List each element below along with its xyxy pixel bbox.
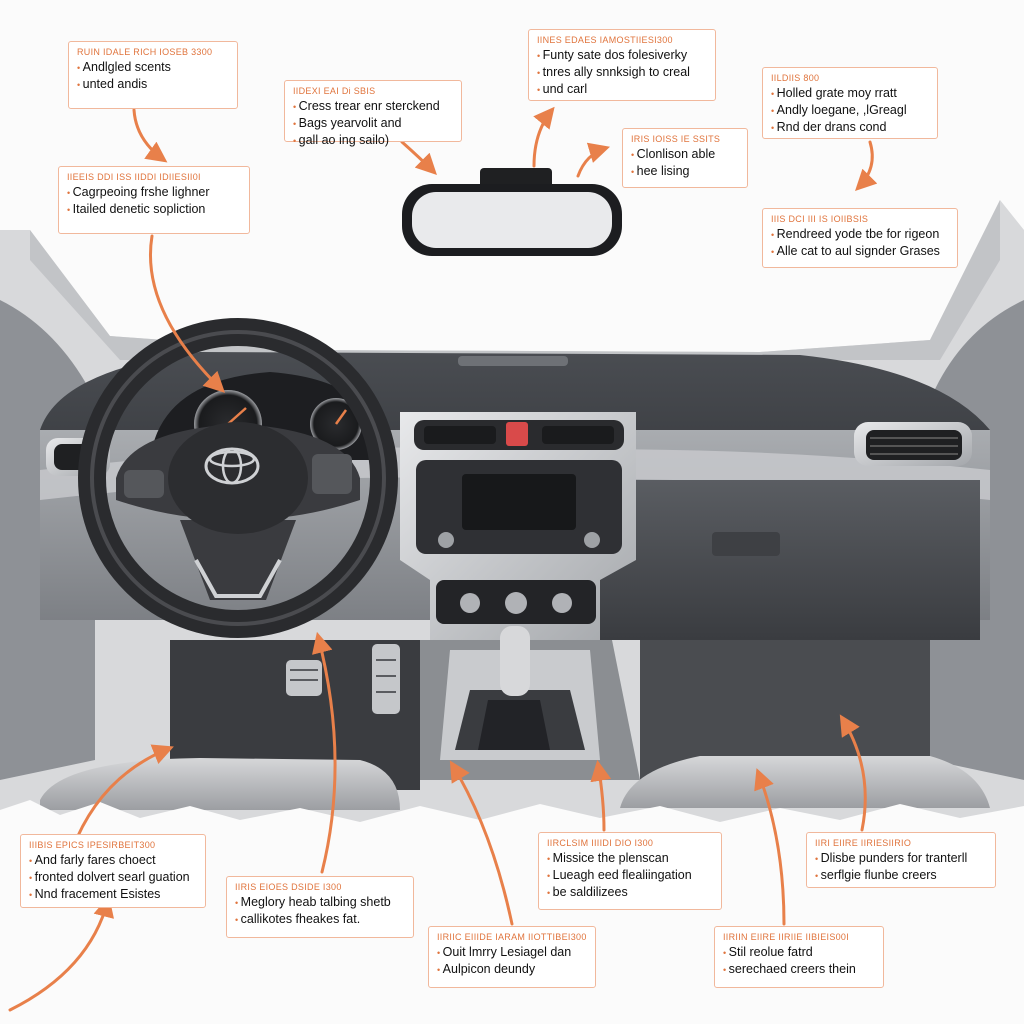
arrow-1 — [132, 108, 168, 163]
callout-8-header: IIIBIS EPICS IPESIRBEIT300 — [29, 840, 156, 850]
arrow-7 — [70, 744, 174, 852]
callout-6: IRIS IOISS IE SSITS Clonlison able hee l… — [622, 128, 748, 188]
arrow-11 — [449, 760, 514, 926]
arrow-13 — [8, 895, 114, 1012]
callout-8-line-3: Nnd fracement Esistes — [29, 886, 197, 903]
callout-5-line-2: Itailed denetic sopliction — [67, 201, 241, 218]
callout-4-header: IILDIIS 800 — [771, 73, 820, 83]
callout-1-header: RUIN IDALE RICH IOSEB 3300 — [77, 47, 213, 57]
callout-4-line-3: Rnd der drans cond — [771, 119, 929, 136]
gear-shifter — [478, 626, 550, 750]
callout-7-header: IIIS DCI III IS IOIIBSIS — [771, 214, 869, 224]
callout-3: IINES EDAES IAMOSTIIESI300 Funty sate do… — [528, 29, 716, 101]
passenger-footwell — [640, 640, 930, 780]
callout-13-header: IIRIIN EIIRE IIRIIE IIBIEIS00I — [723, 932, 850, 942]
callout-12-line-2: Aulpicon deundy — [437, 961, 587, 978]
callout-12-line-1: Ouit lmrry Lesiagel dan — [437, 944, 587, 961]
callout-3-line-1: Funty sate dos folesiverky — [537, 47, 707, 64]
callout-2-line-2: Bags yearvolit and — [293, 115, 453, 132]
callout-4-line-1: Holled grate moy rratt — [771, 85, 929, 102]
callout-10: IIRCLSIM IIIIDI DIO I300 Missice the ple… — [538, 832, 722, 910]
callout-12: IIRIIC EIIIDE IARAM IIOTTIBEI300 Ouit lm… — [428, 926, 596, 988]
callout-10-header: IIRCLSIM IIIIDI DIO I300 — [547, 838, 654, 848]
callout-9: IIRIS EIOES DSIDE I300 Meglory heab talb… — [226, 876, 414, 938]
callout-11-line-1: Dlisbe punders for tranterll — [815, 850, 987, 867]
callout-13-line-1: Stil reolue fatrd — [723, 944, 875, 961]
right-air-vent — [854, 422, 972, 466]
callout-2-header: IIDEXI EAI Di SBIS — [293, 86, 376, 96]
callout-4: IILDIIS 800 Holled grate moy rratt Andly… — [762, 67, 938, 139]
callout-2-line-1: Cress trear enr sterckend — [293, 98, 453, 115]
arrow-10 — [839, 714, 867, 832]
callout-8: IIIBIS EPICS IPESIRBEIT300 And farly far… — [20, 834, 206, 908]
callout-11: IIRI EIIRE IIRIESIIRIO Dlisbe punders fo… — [806, 832, 996, 888]
callout-4-line-2: Andly loegane, ,lGreagl — [771, 102, 929, 119]
callout-13-line-2: serechaed creers thein — [723, 961, 875, 978]
callout-9-line-1: Meglory heab talbing shetb — [235, 894, 405, 911]
callout-8-line-1: And farly fares choect — [29, 852, 197, 869]
arrow-3 — [532, 106, 555, 168]
callout-5: IIEEIS DDI ISS IIDDI IDIIESII0I Cagrpeoi… — [58, 166, 250, 234]
steering-wheel — [78, 318, 398, 638]
callout-1-line-1: Andlgled scents — [77, 59, 229, 76]
callout-3-line-3: und carl — [537, 81, 707, 98]
callout-10-line-1: Missice the plenscan — [547, 850, 713, 867]
callout-8-line-2: fronted dolvert searl guation — [29, 869, 197, 886]
callout-5-line-1: Cagrpeoing frshe lighner — [67, 184, 241, 201]
arrow-6 — [576, 142, 611, 178]
callout-13: IIRIIN EIIRE IIRIIE IIBIEIS00I Stil reol… — [714, 926, 884, 988]
callout-6-line-1: Clonlison able — [631, 146, 739, 163]
callout-5-header: IIEEIS DDI ISS IIDDI IDIIESII0I — [67, 172, 201, 182]
callout-11-line-2: serflgie flunbe creers — [815, 867, 987, 884]
arrow-12 — [754, 768, 786, 926]
callout-11-header: IIRI EIIRE IIRIESIIRIO — [815, 838, 912, 848]
arrow-5 — [148, 234, 226, 393]
callout-3-line-2: tnres ally snnksigh to creal — [537, 64, 707, 81]
callout-6-line-2: hee lising — [631, 163, 739, 180]
callout-1-line-2: unted andis — [77, 76, 229, 93]
callout-12-header: IIRIIC EIIIDE IARAM IIOTTIBEI300 — [437, 932, 587, 942]
callout-7: IIIS DCI III IS IOIIBSIS Rendreed yode t… — [762, 208, 958, 268]
callout-2-line-3: gall ao ing sailo) — [293, 132, 453, 149]
callout-2: IIDEXI EAI Di SBIS Cress trear enr sterc… — [284, 80, 462, 147]
callout-arrows — [8, 106, 878, 1012]
arrow-4 — [855, 140, 878, 191]
callout-7-line-2: Alle cat to aul signder Grases — [771, 243, 949, 260]
callout-9-line-2: callikotes fheakes fat. — [235, 911, 405, 928]
callout-9-header: IIRIS EIOES DSIDE I300 — [235, 882, 342, 892]
callout-1: RUIN IDALE RICH IOSEB 3300 Andlgled scen… — [68, 41, 238, 109]
callout-7-line-1: Rendreed yode tbe for rigeon — [771, 226, 949, 243]
callout-6-header: IRIS IOISS IE SSITS — [631, 134, 721, 144]
rear-view-mirror — [402, 168, 622, 256]
callout-10-line-2: Lueagh eed flealiingation — [547, 867, 713, 884]
arrow-8 — [312, 631, 337, 874]
callout-10-line-3: be saldilizees — [547, 884, 713, 901]
arrow-9 — [590, 759, 612, 832]
callout-3-header: IINES EDAES IAMOSTIIESI300 — [537, 35, 673, 45]
